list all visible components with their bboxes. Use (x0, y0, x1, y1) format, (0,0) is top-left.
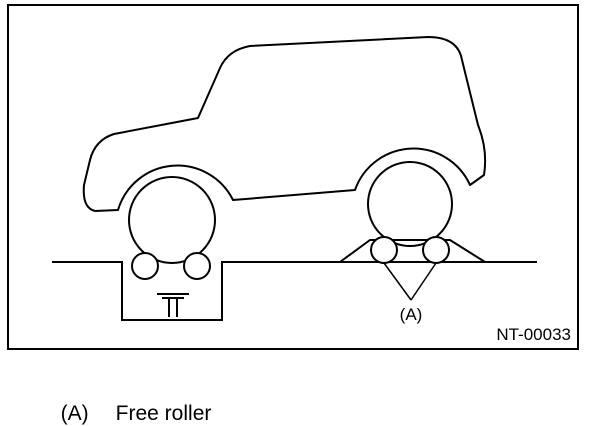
pit-roller-left (131, 252, 159, 280)
rear-wheel (367, 161, 453, 247)
pit-t-bar (157, 293, 189, 317)
roller-platform (339, 239, 486, 263)
free-roller-right (422, 236, 450, 264)
free-roller-left (370, 236, 398, 264)
legend-key: (A) (60, 402, 89, 425)
legend-description: Free roller (115, 402, 212, 425)
figure-code: NT-00033 (496, 325, 571, 344)
pit-roller-right (183, 252, 211, 280)
ground-line (52, 261, 537, 321)
car-body-outline (82, 36, 487, 212)
legend-caption: (A) Free roller (49, 378, 212, 426)
callout-label-a: (A) (400, 305, 423, 324)
callout-leaders (383, 262, 437, 301)
front-wheel (128, 176, 216, 264)
figure-frame (7, 4, 579, 350)
